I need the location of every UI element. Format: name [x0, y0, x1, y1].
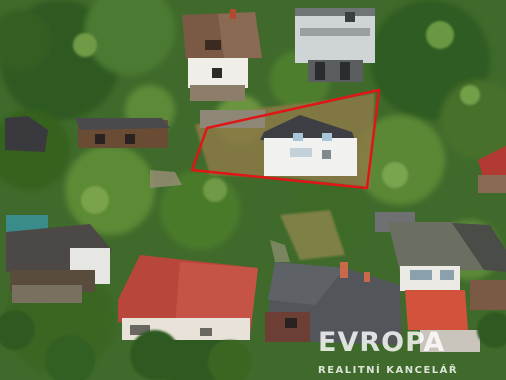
plot-boundary-outline: [190, 88, 381, 190]
watermark-brand: EVROPA: [318, 327, 445, 358]
garden-path: [150, 170, 182, 188]
house-top-right: [295, 8, 375, 82]
house-bottom-center: [118, 255, 258, 340]
footpath: [270, 240, 290, 262]
watermark: EVROPA REALITNÍ KANCELÁŘ: [318, 327, 458, 376]
house-right: [375, 212, 506, 352]
house-right-edge: [478, 146, 506, 193]
watermark-tagline: REALITNÍ KANCELÁŘ: [318, 363, 458, 376]
house-bottom-middle-right: [265, 262, 402, 345]
house-top-center: [182, 9, 262, 101]
house-left: [5, 116, 170, 152]
stone-wall: [200, 110, 265, 128]
dry-grass-patch: [280, 210, 345, 260]
house-bottom-left: [6, 215, 112, 303]
cottage: [260, 115, 357, 176]
foreground-trees: [0, 310, 506, 380]
